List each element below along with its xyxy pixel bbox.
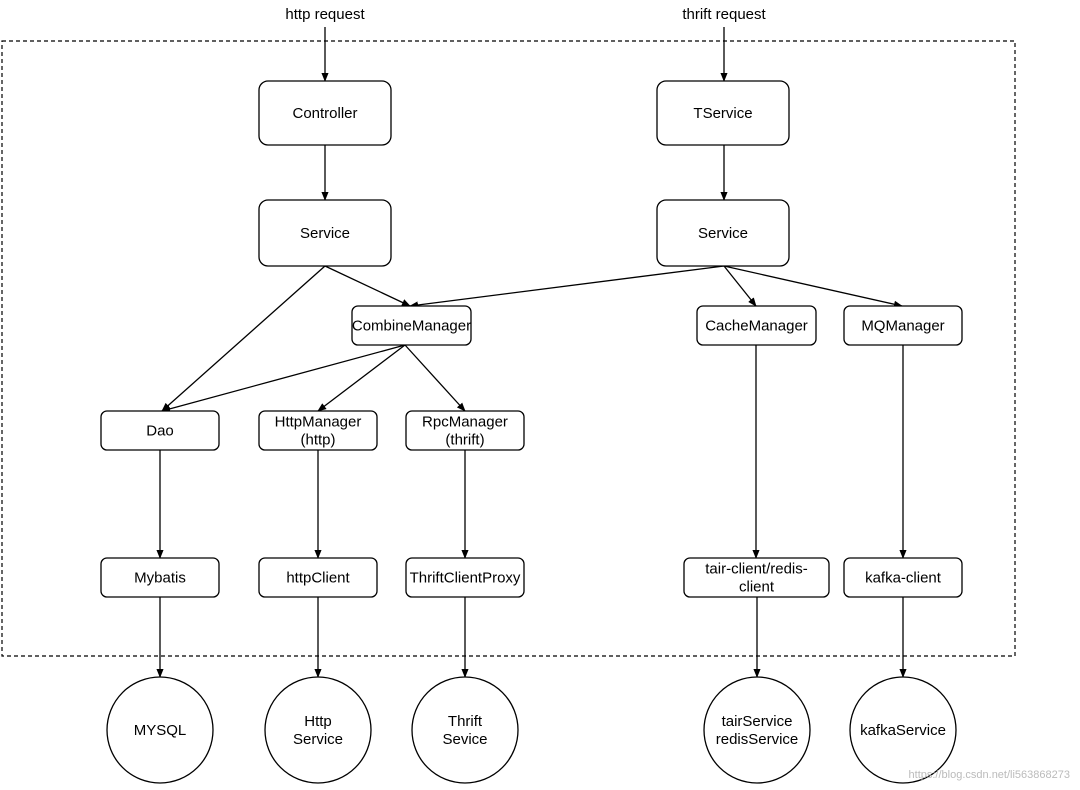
- node-http-manager: HttpManager(http): [258, 410, 378, 451]
- node-combine-manager: CombineManager: [351, 305, 472, 346]
- system-boundary: [1, 40, 1016, 657]
- node-combine-manager-label: CombineManager: [352, 318, 471, 335]
- node-kafka-service-circle: [849, 676, 957, 784]
- node-mq-manager-label: MQManager: [861, 318, 944, 335]
- node-http-service-label: Service: [293, 731, 343, 748]
- node-tair-redis-client-box: [683, 557, 830, 598]
- node-mybatis: Mybatis: [100, 557, 220, 598]
- watermark: https://blog.csdn.net/li563868273: [909, 769, 1070, 781]
- node-service-right: Service: [656, 199, 790, 267]
- node-mybatis-box: [100, 557, 220, 598]
- node-mysql: MYSQL: [106, 676, 214, 784]
- node-kafka-service: kafkaService: [849, 676, 957, 784]
- node-cache-manager: CacheManager: [696, 305, 817, 346]
- node-dao: Dao: [100, 410, 220, 451]
- node-tservice-box: [656, 80, 790, 146]
- node-controller: Controller: [258, 80, 392, 146]
- edge-combine-manager-to-dao: [161, 344, 406, 413]
- node-http-manager-label: HttpManager: [275, 414, 362, 431]
- node-service-right-label: Service: [698, 225, 748, 242]
- node-kafka-client-box: [843, 557, 963, 598]
- node-mysql-label: MYSQL: [134, 722, 187, 739]
- node-tair-redis-service-circle: [703, 676, 811, 784]
- http-request-label: http request: [285, 6, 365, 23]
- edges-layer: [156, 27, 907, 678]
- thrift-request-label: thrift request: [682, 6, 766, 23]
- node-http-service-circle: [264, 676, 372, 784]
- node-mybatis-label: Mybatis: [134, 570, 186, 587]
- node-service-left: Service: [258, 199, 392, 267]
- node-kafka-client: kafka-client: [843, 557, 963, 598]
- node-dao-label: Dao: [146, 423, 174, 440]
- node-tservice: TService: [656, 80, 790, 146]
- node-tservice-label: TService: [693, 105, 752, 122]
- node-service-right-box: [656, 199, 790, 267]
- node-kafka-client-label: kafka-client: [865, 570, 942, 587]
- node-tair-redis-service-label: redisService: [716, 731, 799, 748]
- node-rpc-manager-label: (thrift): [445, 432, 484, 449]
- node-controller-box: [258, 80, 392, 146]
- edge-combine-manager-to-http-manager: [317, 344, 406, 412]
- node-tair-redis-client: tair-client/redis-client: [683, 557, 830, 598]
- node-http-manager-label: (http): [300, 432, 335, 449]
- node-thrift-client-proxy-label: ThriftClientProxy: [410, 570, 521, 587]
- edge-service-right-to-cache-manager: [723, 265, 757, 307]
- node-cache-manager-box: [696, 305, 817, 346]
- node-service-left-box: [258, 199, 392, 267]
- edge-service-right-to-mq-manager: [723, 265, 903, 308]
- node-mq-manager-box: [843, 305, 963, 346]
- node-thrift-client-proxy: ThriftClientProxy: [405, 557, 525, 598]
- edge-service-left-to-dao: [161, 265, 326, 412]
- edge-service-right-to-combine-manager: [409, 265, 725, 309]
- node-thrift-service-label: Thrift: [448, 713, 483, 730]
- node-thrift-service-label: Sevice: [442, 731, 487, 748]
- node-mysql-circle: [106, 676, 214, 784]
- node-http-client: httpClient: [258, 557, 378, 598]
- node-mq-manager: MQManager: [843, 305, 963, 346]
- node-thrift-client-proxy-box: [405, 557, 525, 598]
- edge-combine-manager-to-rpc-manager: [404, 344, 466, 412]
- node-dao-box: [100, 410, 220, 451]
- node-rpc-manager-label: RpcManager: [422, 414, 508, 431]
- node-rpc-manager-box: [405, 410, 525, 451]
- node-kafka-service-label: kafkaService: [860, 722, 946, 739]
- node-http-service-label: Http: [304, 713, 332, 730]
- node-tair-redis-client-label: tair-client/redis-: [705, 561, 808, 578]
- node-http-client-label: httpClient: [286, 570, 350, 587]
- node-thrift-service-circle: [411, 676, 519, 784]
- node-cache-manager-label: CacheManager: [705, 318, 808, 335]
- node-http-client-box: [258, 557, 378, 598]
- node-combine-manager-box: [351, 305, 472, 346]
- node-tair-redis-service-label: tairService: [722, 713, 793, 730]
- node-controller-label: Controller: [292, 105, 357, 122]
- node-rpc-manager: RpcManager(thrift): [405, 410, 525, 451]
- node-http-manager-box: [258, 410, 378, 451]
- node-tair-redis-client-label: client: [739, 579, 775, 596]
- edge-service-left-to-combine-manager: [324, 265, 411, 307]
- node-service-left-label: Service: [300, 225, 350, 242]
